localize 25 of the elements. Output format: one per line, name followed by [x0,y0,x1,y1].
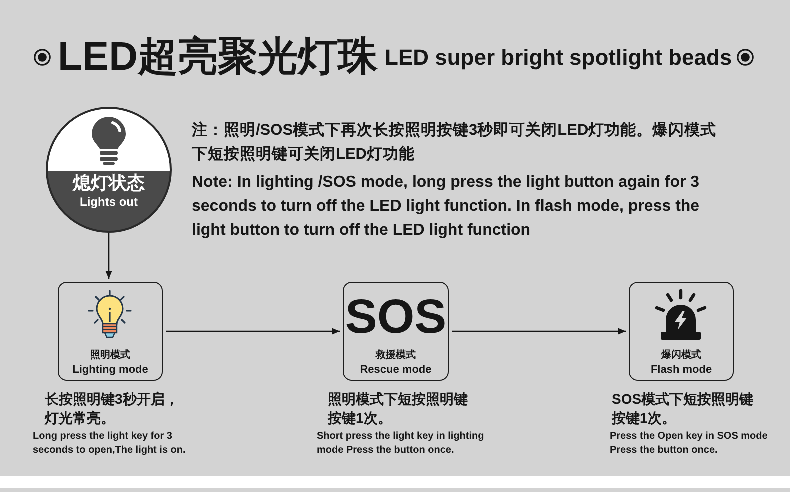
big-label: SOS [345,294,447,342]
mode-box [58,282,163,381]
instruction-text: Press the Open key in SOS mode Press the button once. [610,430,769,458]
mode-label: 救援模式 [376,348,416,362]
status-label: Lights out [80,194,138,210]
mode-label: 照明模式 [90,348,130,362]
note-text: Note: In lighting /SOS mode, long press the light button again for 3 seconds to turn off the LED light function. In flash mode, press the light button to turn off the LED light function [192,173,701,241]
mode-label: 爆闪模式 [662,348,702,362]
mode-label: Lighting mode [72,363,148,377]
mode-box [629,282,734,381]
instruction-text: 照明模式下短按照明键按键1次。 [328,390,469,428]
instruction-text: SOS模式下短按照明键按键1次。 [612,390,755,428]
arrow [452,328,626,335]
instruction-text: Long press the light key for 3 seconds to open,The light is on. [33,430,187,458]
arrow [166,328,340,335]
note-text: 注：照明/SOS模式下再次长按照明按键3秒即可关闭LED灯功能。爆闪模式下短按照明键可关闭LED灯功能 [192,120,718,165]
arrow [106,233,112,279]
instruction-text: Short press the light key in lighting mode Press the button once. [317,430,486,458]
title: LED超亮聚光灯珠 [58,34,378,81]
instruction-text: 长按照明键3秒开启，灯光常亮。 [45,390,180,428]
mode-label: Rescue mode [360,363,432,377]
status-label: 熄灯状态 [73,172,145,194]
mode-box [343,282,449,381]
mode-label: Flash mode [650,363,712,377]
subtitle: LED super bright spotlight beads [385,44,732,72]
